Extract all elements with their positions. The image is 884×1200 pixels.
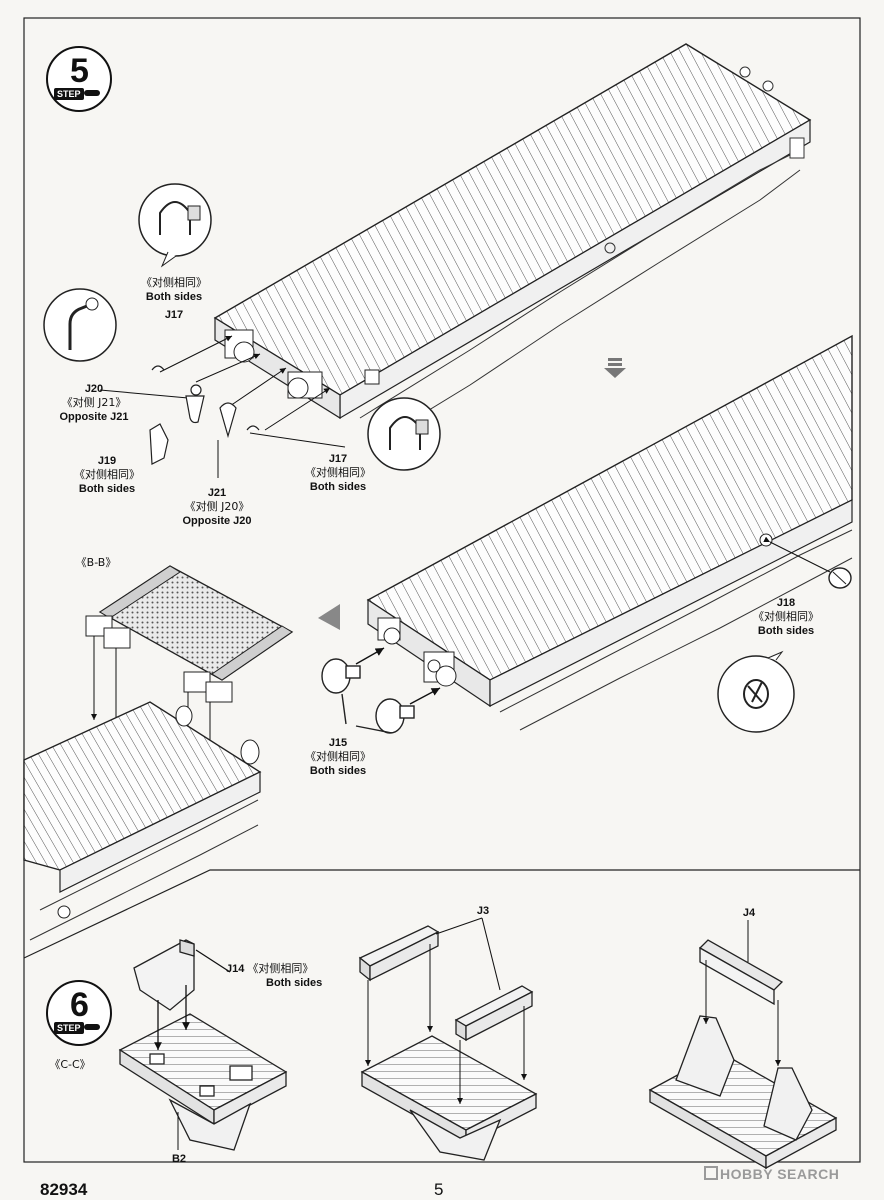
part-j3-assembly xyxy=(358,925,538,1161)
watermark: HOBBY SEARCH xyxy=(720,1166,840,1182)
part-j4-assembly xyxy=(648,939,838,1170)
product-code: 82934 xyxy=(40,1180,88,1199)
callout-j19: J19 《对侧相同》 Both sides xyxy=(74,455,140,495)
step-word: STEP xyxy=(54,88,84,100)
flatcar-lower-left xyxy=(23,701,262,941)
step-word: STEP xyxy=(54,1022,84,1034)
detail-circle-j20 xyxy=(43,288,117,362)
tank-icon xyxy=(84,90,100,96)
callout-j14: J14 《对侧相同》 Both sides xyxy=(226,962,323,989)
page-number: 5 xyxy=(434,1180,444,1199)
callout-b2: B2 xyxy=(171,1153,187,1165)
detail-circle-j18 xyxy=(717,650,795,733)
flatcar-upper xyxy=(213,43,812,441)
step-6-badge: 6 STEP xyxy=(46,980,112,1046)
tank-icon xyxy=(84,1024,100,1030)
part-j14 xyxy=(133,939,231,1050)
callout-j3: J3 xyxy=(476,905,490,917)
callout-j18: J18 《对侧相同》 Both sides xyxy=(753,597,819,637)
section-label-cc: 《C-C》 xyxy=(49,1058,91,1071)
callout-j17-right: J17 《对侧相同》 Both sides xyxy=(305,453,371,493)
callout-j15: J15 《对侧相同》 Both sides xyxy=(305,737,371,777)
callout-j4: J4 xyxy=(742,907,756,919)
step-5-badge: 5 STEP xyxy=(46,46,112,112)
part-b2-base xyxy=(118,1013,288,1151)
callout-j17-top: 《对侧相同》 Both sides J17 xyxy=(141,276,207,321)
step-number: 5 xyxy=(70,52,89,90)
detail-circle-j17-right xyxy=(367,397,441,471)
bb-assembly xyxy=(85,565,294,703)
part-j18 xyxy=(763,536,852,589)
flatcar-middle xyxy=(366,334,853,731)
part-j15 xyxy=(321,647,441,734)
step-number: 6 xyxy=(70,986,89,1024)
sequence-arrow-down xyxy=(604,358,626,378)
section-label-bb: 《B-B》 xyxy=(75,556,117,569)
detail-circle-j17-top xyxy=(138,183,212,268)
callout-j21: J21 《对侧 J20》 Opposite J20 xyxy=(182,487,252,527)
callout-j20: J20 《对侧 J21》 Opposite J21 xyxy=(59,383,129,423)
